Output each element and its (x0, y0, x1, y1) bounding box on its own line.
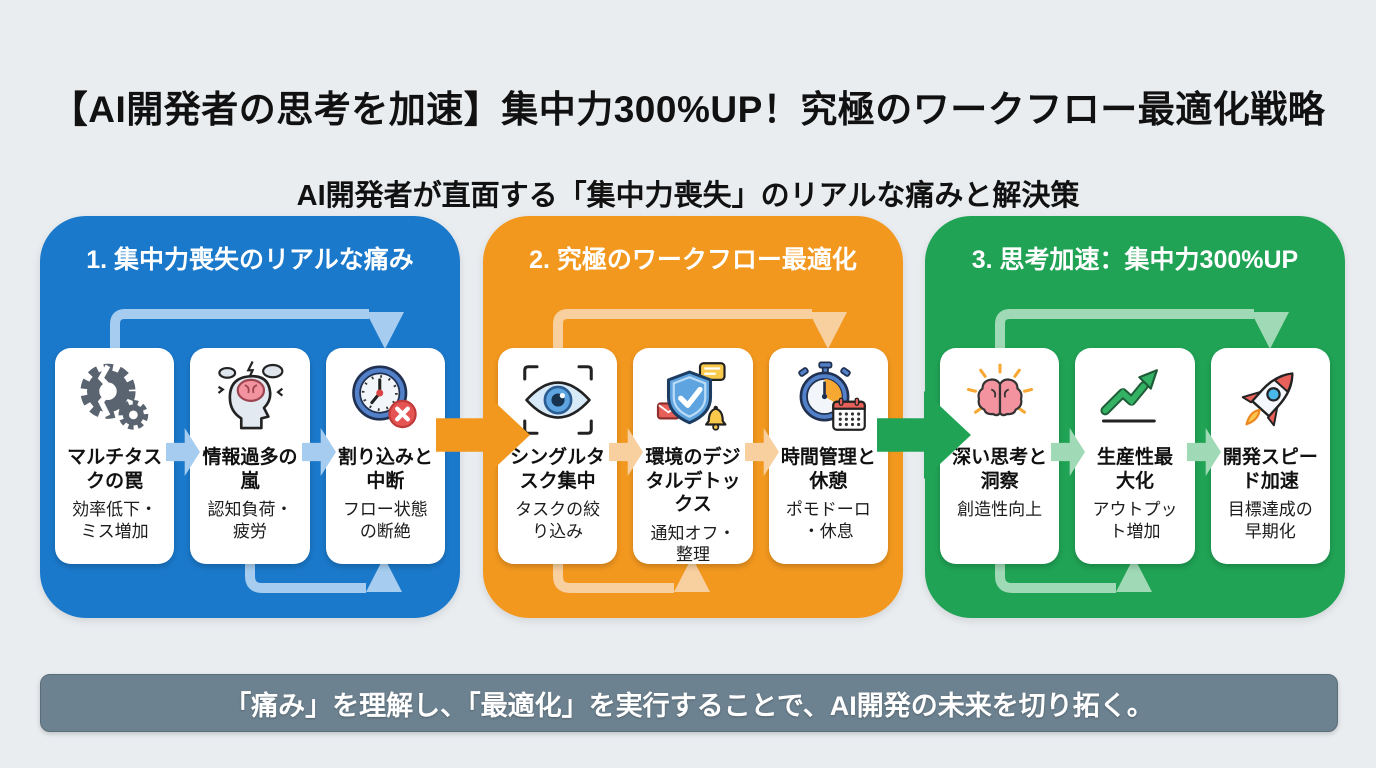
panel-acceleration: 3. 思考加速：集中力300%UP (925, 216, 1345, 618)
rocket-icon (1242, 372, 1294, 427)
single-task-eye-icon (522, 365, 593, 435)
panel-acceleration-heading: 3. 思考加速：集中力300%UP (971, 246, 1299, 274)
card-title: マルチタス クの罠 (67, 447, 163, 492)
conclusion-text: 「痛み」を理解し、「最適化」を実行することで、AI開発の未来を切り拓く。 (224, 690, 1154, 721)
interrupted-clock-icon (352, 365, 418, 429)
page-subtitle: AI開発者が直面する「集中力喪失」のリアルな痛みと解決策 (296, 180, 1080, 213)
panel-pain: 1. 集中力喪失のリアルな痛み マルチタス クの罠 効率低下・ ミス増加 (40, 216, 460, 618)
card-title: 情報過多の 嵐 (202, 447, 298, 492)
card-desc: フロー状態 の断絶 (342, 500, 428, 541)
card-title: 深い思考と 洞察 (952, 447, 1048, 492)
overloaded-brain-icon (217, 361, 284, 430)
stopwatch-calendar-icon (798, 361, 867, 431)
card-single-task: シングルタ スク集中 タスクの絞 り込み (498, 348, 618, 564)
card-title: 生産性最 大化 (1096, 447, 1173, 492)
page-title: 【AI開発者の思考を加速】集中力300%UP！究極のワークフロー最適化戦略 (50, 88, 1326, 130)
card-title: 開発スピー ド加速 (1222, 447, 1318, 492)
card-deep-thinking: 深い思考と 洞察 創造性向上 (940, 348, 1060, 564)
card-desc: アウトプッ ト増加 (1092, 500, 1178, 541)
panel-pain-heading: 1. 集中力喪失のリアルな痛み (86, 246, 414, 274)
card-title: 環境のデジ タルデトッ クス (645, 447, 741, 516)
card-productivity: 生産性最 大化 アウトプッ ト増加 (1075, 348, 1195, 564)
card-desc: 効率低下・ ミス増加 (72, 500, 158, 541)
glowing-brain-icon (966, 363, 1033, 417)
card-information-overload: 情報過多の 嵐 認知負荷・ 疲労 (190, 348, 310, 564)
card-desc: 目標達成の 早期化 (1227, 500, 1313, 541)
card-time-management: 時間管理と 休憩 ポモドーロ ・休息 (768, 348, 888, 564)
panel-pain-cards: マルチタス クの罠 効率低下・ ミス増加 情報過多の 嵐 認知負荷・ 疲労 (55, 348, 445, 564)
digital-detox-shield-icon (656, 362, 727, 431)
card-title: シングルタ スク集中 (510, 447, 606, 492)
card-desc: 創造性向上 (957, 500, 1043, 520)
card-multitask-trap: マルチタス クの罠 効率低下・ ミス増加 (55, 348, 175, 564)
card-interruptions: 割り込みと 中断 フロー状態 の断絶 (325, 348, 445, 564)
card-title: 時間管理と 休憩 (780, 447, 876, 492)
card-desc: タスクの絞 り込み (515, 500, 601, 541)
panel-optimization: 2. 究極のワークフロー最適化 シングルタ スク集中 タスクの絞 り込み (483, 216, 903, 618)
card-dev-speed: 開発スピー ド加速 目標達成の 早期化 (1210, 348, 1330, 564)
card-desc: ポモドーロ ・休息 (785, 500, 871, 541)
card-desc: 認知負荷・ 疲労 (207, 500, 293, 541)
broken-gears-icon (80, 363, 148, 430)
growth-chart-icon (1100, 369, 1158, 423)
panel-acceleration-cards: 深い思考と 洞察 創造性向上 生産性最 大化 アウトプッ ト増加 (940, 348, 1330, 564)
card-digital-detox: 環境のデジ タルデトッ クス 通知オフ・ 整理 (633, 348, 753, 564)
card-title: 割り込みと 中断 (337, 447, 433, 492)
conclusion-bar: 「痛み」を理解し、「最適化」を実行することで、AI開発の未来を切り拓く。 (40, 674, 1338, 732)
panel-optimization-heading: 2. 究極のワークフロー最適化 (529, 246, 857, 274)
card-desc: 通知オフ・ 整理 (650, 523, 736, 564)
panel-optimization-cards: シングルタ スク集中 タスクの絞 り込み 環境のデジ タルデト (498, 348, 888, 564)
